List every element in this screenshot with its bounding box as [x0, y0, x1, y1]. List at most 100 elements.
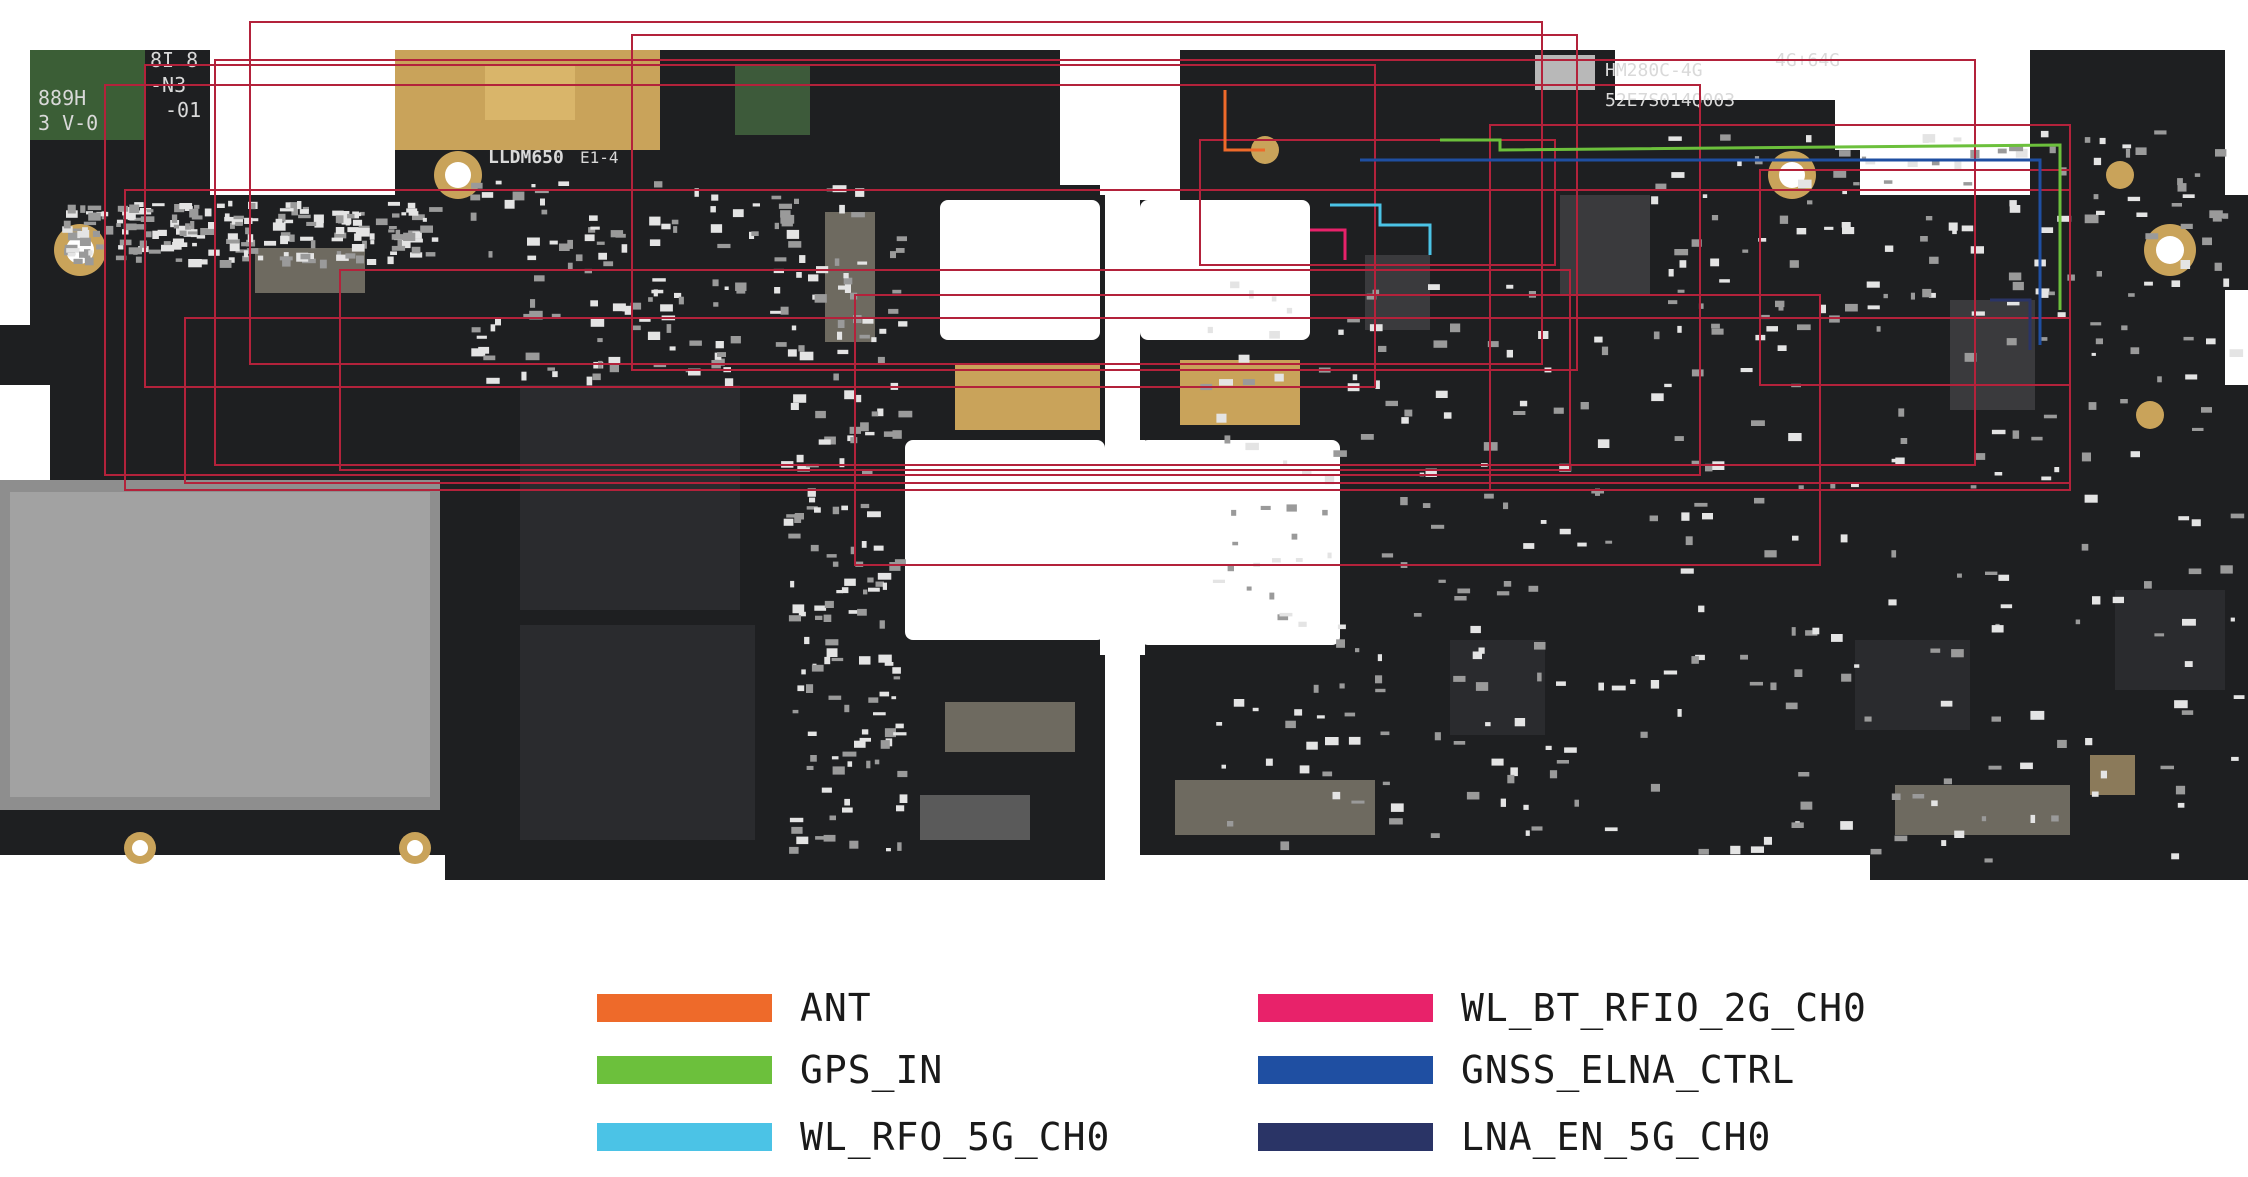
smd-part [72, 228, 82, 232]
smd-part [1453, 741, 1466, 745]
smd-part [1839, 150, 1851, 157]
smd-part [1770, 682, 1777, 691]
smd-part [2091, 352, 2096, 356]
smd-part [525, 352, 540, 361]
smd-part [1506, 284, 1514, 289]
smd-part [1805, 630, 1818, 636]
colored-nets [1223, 90, 2062, 350]
smd-part [790, 580, 795, 588]
smd-part [652, 278, 666, 282]
smd-part [1984, 858, 1993, 863]
legend-item-wl-bt-rfio: WL_BT_RFIO_2G_CH0 [1258, 986, 1867, 1030]
smd-part [730, 336, 741, 344]
smd-part [828, 695, 842, 700]
smd-part [823, 614, 832, 622]
smd-part [1931, 800, 1938, 807]
smd-part [476, 335, 487, 339]
smd-part [1754, 497, 1765, 504]
smd-part [152, 230, 159, 239]
smd-part [336, 251, 342, 258]
smd-part [179, 230, 187, 236]
smd-part [897, 842, 902, 851]
smd-part [228, 200, 233, 207]
smd-part [713, 302, 719, 307]
smd-part [860, 503, 870, 509]
smd-part [823, 834, 836, 842]
smd-part [2171, 853, 2180, 860]
smd-part [1691, 656, 1699, 664]
smd-part [291, 208, 298, 216]
smd-part [1971, 311, 1985, 316]
smd-part [751, 231, 759, 236]
smd-part [609, 363, 619, 373]
smd-part [1698, 303, 1704, 309]
smd-part [2112, 596, 2124, 604]
smd-part [1503, 581, 1512, 587]
smd-part [832, 561, 839, 567]
smd-part [79, 237, 91, 246]
gold-pad [955, 365, 1100, 430]
smd-part [596, 241, 605, 245]
smd-part [837, 331, 843, 340]
mount-hole [407, 840, 423, 856]
smd-part [226, 238, 240, 244]
smd-part [192, 242, 197, 247]
smd-part [1664, 383, 1672, 388]
net-wl-bt [1310, 228, 1347, 260]
smd-part [1265, 758, 1273, 766]
smd-part [666, 324, 672, 333]
smd-part [1698, 605, 1705, 613]
smd-part [669, 346, 676, 351]
silk-e14: E1-4 [580, 148, 619, 167]
smd-part [144, 209, 154, 213]
smd-part [1538, 331, 1549, 339]
smd-part [2084, 494, 2098, 503]
smd-part [2041, 476, 2052, 481]
smd-part [590, 300, 598, 307]
smd-part [1286, 307, 1293, 314]
smd-part [1702, 194, 1708, 198]
smd-part [671, 219, 679, 225]
smd-part [2030, 814, 2036, 823]
smd-part [272, 222, 286, 231]
legend-item-lna-en: LNA_EN_5G_CH0 [1258, 1115, 1771, 1159]
smd-part [352, 219, 363, 226]
smd-part [2012, 281, 2024, 291]
chip [1855, 640, 1970, 730]
smd-part [1830, 482, 1836, 489]
smd-part [873, 712, 886, 716]
smd-part [1800, 801, 1813, 810]
smd-part [1453, 675, 1466, 682]
smd-part [621, 244, 628, 253]
smd-part [837, 320, 845, 328]
smd-part [1705, 463, 1713, 472]
pcb-board-diagram: LLDM650 E1-4 HM280C-4G 4G+64G 52E7S014Q0… [0, 21, 2248, 880]
smd-part [1907, 160, 1918, 167]
smd-part [279, 208, 294, 212]
inductor [2090, 755, 2135, 795]
smd-part [2128, 293, 2135, 297]
smd-part [844, 390, 855, 400]
smd-part [1663, 670, 1678, 675]
smd-part [512, 191, 525, 201]
smd-part [235, 221, 243, 226]
smd-part [397, 240, 402, 248]
smd-part [139, 240, 147, 248]
smd-part [2088, 402, 2097, 410]
smd-part [868, 587, 880, 592]
smd-part [774, 257, 787, 262]
smd-part [391, 245, 406, 251]
smd-part [598, 252, 607, 260]
smd-part [2130, 347, 2140, 355]
smd-part [1302, 469, 1312, 476]
smd-part [549, 240, 558, 245]
smd-part [2051, 815, 2059, 822]
smd-part [1851, 482, 1859, 488]
smd-part [2093, 157, 2102, 166]
smd-part [1833, 170, 1847, 178]
smd-part [2009, 205, 2021, 213]
smd-part [1316, 715, 1325, 719]
smd-part [2230, 617, 2235, 622]
smd-part [863, 589, 868, 595]
smd-part [865, 431, 875, 436]
